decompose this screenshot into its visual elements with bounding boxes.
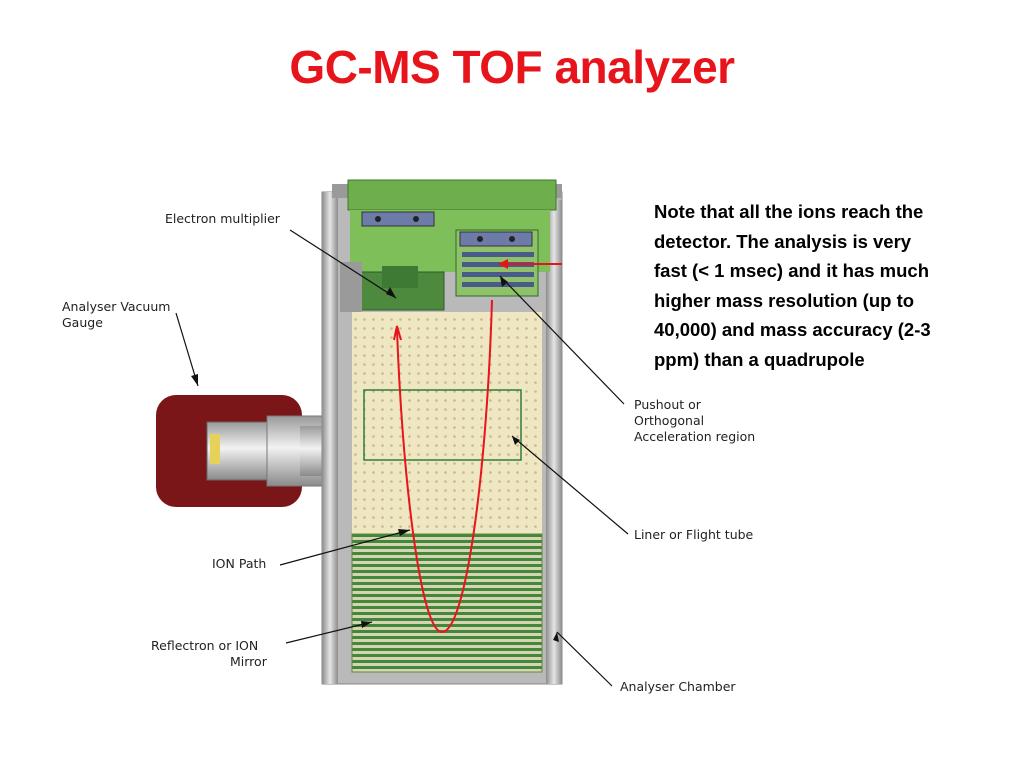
vacuum-gauge [156, 395, 335, 507]
label-analyser-chamber: Analyser Chamber [620, 679, 736, 694]
label-reflectron-line2: Mirror [230, 654, 268, 669]
note-paragraph: Note that all the ions reach the detecto… [654, 201, 931, 370]
ion-path [396, 299, 493, 634]
label-pushout-line1: Pushout or [634, 397, 702, 412]
label-reflectron-line1: Reflectron or ION [151, 638, 258, 653]
page-title: GC-MS TOF analyzer [289, 41, 735, 93]
label-vacuum-gauge-line2: Gauge [62, 315, 103, 330]
label-ion-path: ION Path [212, 556, 266, 571]
label-liner: Liner or Flight tube [634, 527, 754, 542]
electron-multiplier [340, 262, 445, 312]
reflectron [351, 533, 543, 673]
acceleration-region-box [363, 389, 522, 461]
label-vacuum-gauge-line1: Analyser Vacuum [62, 299, 170, 314]
label-electron-multiplier: Electron multiplier [165, 211, 281, 226]
flight-tube [352, 312, 542, 534]
label-pushout-line3: Acceleration region [634, 429, 755, 444]
label-pushout-line2: Orthogonal [634, 413, 704, 428]
top-electronics [347, 179, 557, 297]
